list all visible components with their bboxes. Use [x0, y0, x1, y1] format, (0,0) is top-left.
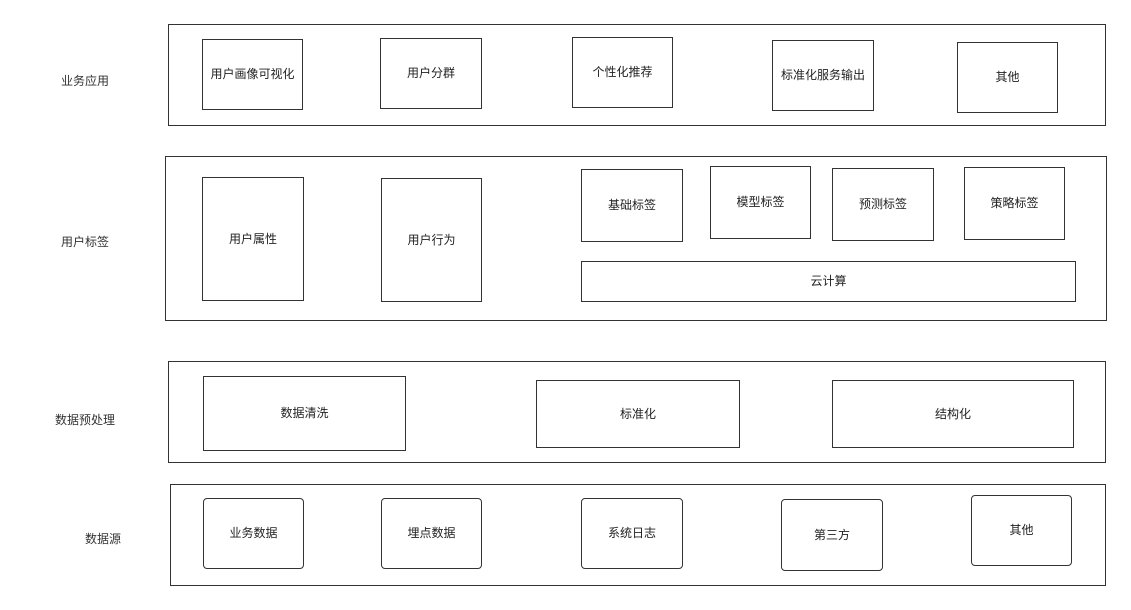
- node-structuring[interactable]: 结构化: [832, 380, 1074, 448]
- node-label: 结构化: [934, 406, 971, 421]
- node-prediction-tags[interactable]: 预测标签: [832, 168, 934, 241]
- node-user-attributes[interactable]: 用户属性: [202, 177, 304, 301]
- node-basic-tags[interactable]: 基础标签: [581, 169, 683, 242]
- node-label: 用户画像可视化: [210, 67, 295, 81]
- layer-label-preprocess: 数据预处理: [54, 413, 115, 427]
- node-label: 业务数据: [229, 526, 278, 540]
- node-label: 预测标签: [858, 197, 907, 211]
- node-personalized-recommendation[interactable]: 个性化推荐: [572, 37, 673, 108]
- node-model-tags[interactable]: 模型标签: [710, 166, 811, 239]
- node-label: 系统日志: [607, 526, 656, 540]
- node-label: 基础标签: [607, 198, 656, 212]
- node-label: 云计算: [810, 274, 847, 288]
- layer-label-source: 数据源: [84, 532, 121, 546]
- node-standardization[interactable]: 标准化: [536, 380, 740, 448]
- layer-label-tags: 用户标签: [60, 235, 109, 249]
- node-system-logs[interactable]: 系统日志: [581, 498, 683, 569]
- node-tracking-data[interactable]: 埋点数据: [381, 498, 482, 569]
- node-business-data[interactable]: 业务数据: [203, 498, 304, 569]
- node-third-party[interactable]: 第三方: [781, 499, 883, 571]
- node-label: 标准化: [619, 406, 656, 421]
- node-label: 其他: [995, 70, 1020, 84]
- node-user-behavior[interactable]: 用户行为: [381, 178, 482, 302]
- node-other-application[interactable]: 其他: [957, 42, 1058, 113]
- node-user-segmentation[interactable]: 用户分群: [380, 38, 482, 109]
- node-label: 模型标签: [736, 195, 785, 209]
- node-label: 用户属性: [228, 231, 277, 246]
- node-label: 标准化服务输出: [780, 68, 865, 82]
- node-cloud-computing[interactable]: 云计算: [581, 261, 1076, 302]
- node-user-profile-visualization[interactable]: 用户画像可视化: [202, 39, 303, 110]
- node-label: 用户分群: [406, 66, 455, 80]
- node-label: 用户行为: [407, 232, 456, 247]
- node-label: 个性化推荐: [592, 65, 653, 79]
- node-label: 其他: [1009, 523, 1034, 537]
- node-standardized-service-output[interactable]: 标准化服务输出: [772, 40, 874, 111]
- node-label: 埋点数据: [407, 526, 456, 540]
- node-strategy-tags[interactable]: 策略标签: [964, 167, 1065, 240]
- node-label: 第三方: [813, 527, 850, 542]
- layer-label-application: 业务应用: [60, 74, 109, 88]
- node-other-source[interactable]: 其他: [971, 495, 1072, 566]
- node-data-cleaning[interactable]: 数据清洗: [203, 376, 406, 451]
- node-label: 策略标签: [990, 196, 1039, 210]
- node-label: 数据清洗: [280, 406, 329, 420]
